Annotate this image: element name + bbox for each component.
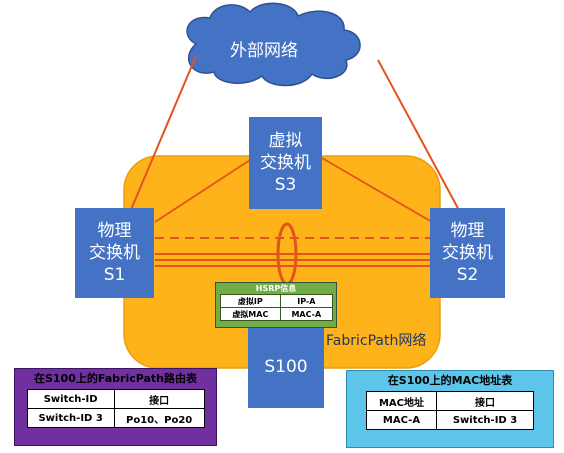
link-s3-s1 (154, 159, 251, 223)
fabricpath-label: FabricPath网络 (326, 333, 427, 349)
switch-s3: 虚拟 交换机 S3 (249, 117, 322, 209)
mac-table-panel: 在S100上的MAC地址表 MAC地址 接口 MAC-A Switch-ID 3 (346, 370, 554, 448)
mac-cell: MAC地址 (366, 391, 437, 411)
mac-cell: MAC-A (366, 410, 437, 430)
route-table: Switch-ID 接口 Switch-ID 3 Po10、Po20 (26, 389, 205, 428)
route-cell: Switch-ID (26, 389, 115, 409)
cloud-label: 外部网络 (230, 41, 298, 61)
route-cell: 接口 (113, 389, 205, 409)
uplink-s2 (377, 59, 461, 213)
cloud-icon (186, 2, 361, 87)
switch-s100: S100 (248, 326, 324, 408)
hsrp-title: HSRP信息 (255, 284, 297, 293)
route-cell: Po10、Po20 (113, 408, 205, 428)
switch-s100-label: S100 (264, 357, 308, 377)
hsrp-table: 虚拟IP IP-A 虚拟MAC MAC-A (219, 294, 333, 321)
switch-s3-line1: 虚拟 (268, 131, 303, 151)
table-row: 虚拟MAC MAC-A (219, 307, 333, 321)
switch-s3-line3: S3 (274, 175, 297, 195)
hsrp-cell: 虚拟MAC (219, 307, 282, 321)
switch-s2-line2: 交换机 (442, 243, 493, 263)
mac-table: MAC地址 接口 MAC-A Switch-ID 3 (366, 391, 534, 430)
table-row: Switch-ID 3 Po10、Po20 (26, 408, 205, 428)
switch-s1-line2: 交换机 (89, 243, 140, 263)
hsrp-cell: IP-A (280, 294, 333, 308)
switch-s1: 物理 交换机 S1 (75, 208, 154, 298)
uplink-s1 (129, 55, 197, 213)
switch-s2: 物理 交换机 S2 (430, 208, 505, 298)
switch-s1-line3: S1 (103, 265, 126, 285)
route-table-panel: 在S100上的FabricPath路由表 Switch-ID 接口 Switch… (14, 368, 217, 446)
switch-s1-line1: 物理 (97, 221, 132, 241)
route-table-title: 在S100上的FabricPath路由表 (33, 372, 198, 385)
switch-s3-line2: 交换机 (260, 153, 311, 173)
route-cell: Switch-ID 3 (26, 408, 115, 428)
hsrp-cell: MAC-A (280, 307, 333, 321)
switch-s2-line3: S2 (456, 265, 479, 285)
mac-cell: 接口 (436, 391, 534, 411)
mac-table-title: 在S100上的MAC地址表 (387, 374, 513, 387)
table-row: 虚拟IP IP-A (219, 294, 333, 308)
switch-s2-line1: 物理 (450, 221, 485, 241)
hsrp-cell: 虚拟IP (219, 294, 282, 308)
mac-cell: Switch-ID 3 (436, 410, 534, 430)
link-s3-s2 (321, 157, 433, 223)
table-row: Switch-ID 接口 (26, 389, 205, 409)
hsrp-info-panel: HSRP信息 虚拟IP IP-A 虚拟MAC MAC-A (215, 282, 337, 328)
table-row: MAC-A Switch-ID 3 (366, 410, 534, 430)
table-row: MAC地址 接口 (366, 391, 534, 411)
